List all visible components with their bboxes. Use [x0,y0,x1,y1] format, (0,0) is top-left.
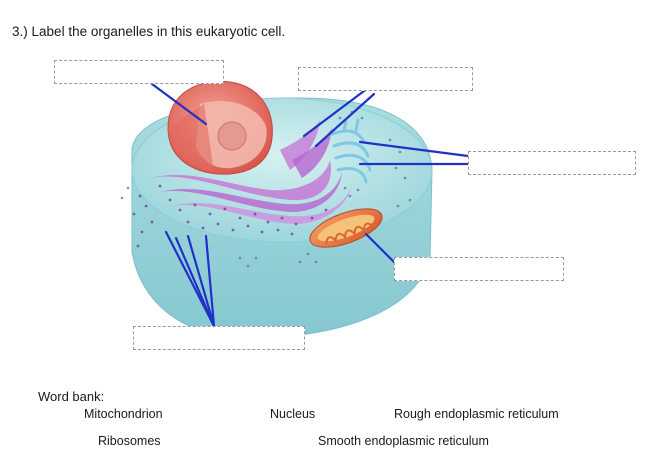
word-bank-term: Mitochondrion [84,407,163,421]
rough-er-answer-box[interactable] [468,151,636,175]
word-bank-term: Smooth endoplasmic reticulum [318,434,489,448]
word-bank-title: Word bank: [38,389,104,404]
ribosomes-answer-box[interactable] [133,326,305,350]
smooth-er-answer-box[interactable] [298,67,473,91]
word-bank-term: Rough endoplasmic reticulum [394,407,559,421]
nucleolus [218,122,246,150]
word-bank-term: Ribosomes [98,434,161,448]
word-bank-term: Nucleus [270,407,315,421]
mitochondrion-answer-box[interactable] [394,257,564,281]
nucleus-answer-box[interactable] [54,60,224,84]
nucleus [168,81,272,174]
